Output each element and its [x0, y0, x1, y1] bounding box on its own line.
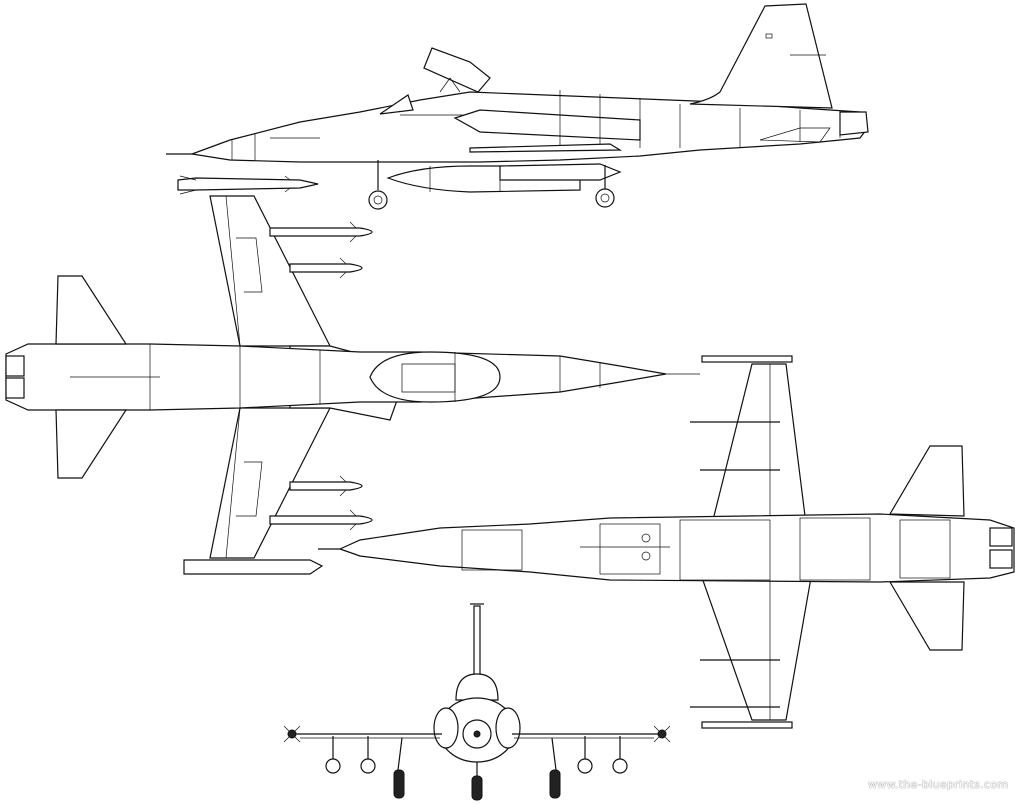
watermark-text: www.the-blueprints.com: [868, 778, 1009, 791]
top-view-drawing: [5, 195, 700, 575]
bottom-view-drawing: [318, 355, 1015, 729]
side-view-drawing: [166, 3, 869, 210]
front-view-drawing: [283, 603, 671, 801]
side-missile-drawing: [177, 175, 319, 195]
